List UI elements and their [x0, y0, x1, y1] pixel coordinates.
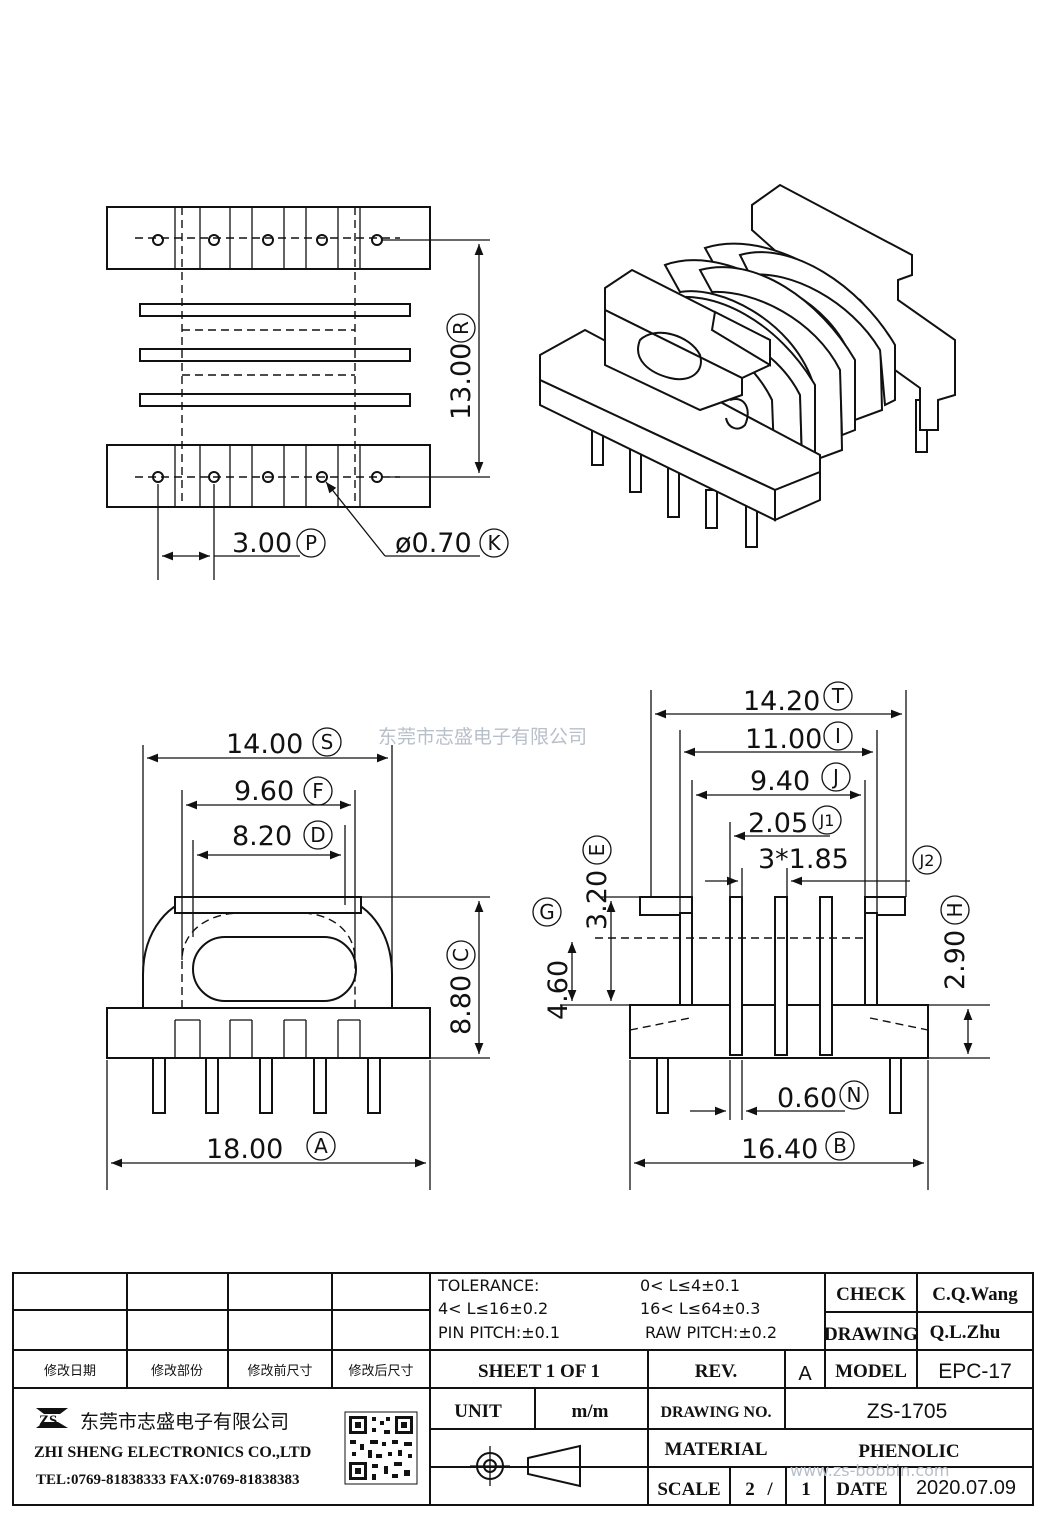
date-value: 2020.07.09 — [916, 1477, 1016, 1499]
sheet-label: SHEET 1 OF 1 — [478, 1361, 600, 1382]
tag-n: N — [847, 1083, 862, 1107]
tolerance-2: 4< L≤16±0.2 — [438, 1299, 548, 1318]
logo-text: ZS — [39, 1413, 57, 1429]
scale-label: SCALE — [657, 1479, 720, 1500]
tag-e: E — [585, 844, 609, 857]
scale-den: 1 — [801, 1479, 811, 1500]
drawing-no-label: DRAWING NO. — [660, 1404, 771, 1421]
title-block: 修改日期 修改部份 修改前尺寸 修改后尺寸 TOLERANCE: 0< L≤4±… — [12, 1272, 1034, 1506]
unit-value: m/m — [572, 1401, 609, 1422]
dim-front-d: 8.20 — [232, 821, 292, 852]
dim-hole: ø0.70 — [395, 528, 472, 559]
tag-g: G — [539, 900, 555, 924]
tag-h: H — [943, 902, 967, 917]
company-contact: TEL:0769-81838333 FAX:0769-81838383 — [36, 1472, 299, 1488]
dim-side-j: 9.40 — [750, 766, 810, 797]
dim-side-h: 2.90 — [940, 930, 971, 990]
dim-front-height: 8.80 — [446, 975, 477, 1035]
dim-side-j2: 3*1.85 — [758, 844, 849, 875]
drawing-value: Q.L.Zhu — [930, 1322, 1001, 1343]
dim-pitch: 3.00 — [232, 528, 292, 559]
dim-side-g: 4.60 — [543, 960, 574, 1020]
scale-num: 2 — [745, 1479, 755, 1500]
tag-j2: J2 — [919, 851, 935, 870]
model-value: EPC-17 — [938, 1360, 1012, 1383]
tag-p: P — [305, 531, 317, 555]
rev-header-after: 修改后尺寸 — [348, 1364, 413, 1379]
tag-k: K — [487, 531, 501, 555]
projection-symbol-icon — [470, 1444, 581, 1488]
qr-code-icon — [344, 1411, 418, 1485]
tag-f: F — [312, 779, 324, 803]
company-name-en: ZHI SHENG ELECTRONICS CO.,LTD — [34, 1444, 311, 1461]
unit-label: UNIT — [454, 1401, 502, 1422]
rev-value: A — [798, 1363, 812, 1385]
drawing-label: DRAWING — [824, 1324, 918, 1345]
front-view: 14.00 S 9.60 F 8.20 D 8.80 C 18.00 A — [106, 727, 490, 1190]
check-value: C.Q.Wang — [932, 1284, 1018, 1305]
tolerance-3: 16< L≤64±0.3 — [640, 1299, 760, 1318]
dim-side-n: 0.60 — [777, 1083, 837, 1114]
tag-s: S — [321, 730, 334, 754]
model-label: MODEL — [835, 1361, 907, 1382]
dim-side-i: 11.00 — [745, 724, 822, 755]
company-name-cn: 东莞市志盛电子有限公司 — [80, 1411, 289, 1433]
tag-b: B — [833, 1134, 847, 1158]
tolerance-5: RAW PITCH:±0.2 — [645, 1323, 777, 1342]
site-watermark: www.zs-bobbin.com — [790, 1461, 949, 1480]
company-logo: ZS — [36, 1408, 68, 1429]
tag-c: C — [449, 948, 473, 962]
tag-t: T — [831, 684, 845, 708]
date-label: DATE — [836, 1479, 887, 1500]
dim-side-j1: 2.05 — [748, 808, 808, 839]
tolerance-label: TOLERANCE: — [437, 1276, 539, 1295]
tag-d: D — [310, 823, 325, 847]
scale-sep: / — [766, 1479, 773, 1500]
check-label: CHECK — [836, 1284, 906, 1305]
tag-r: R — [449, 321, 473, 335]
tag-j1: J1 — [819, 811, 835, 830]
tag-i: I — [835, 724, 841, 748]
dim-side-e: 3.20 — [582, 870, 613, 930]
tag-a: A — [314, 1134, 328, 1158]
dim-side-b: 16.40 — [741, 1134, 818, 1165]
rev-header-before: 修改前尺寸 — [247, 1363, 312, 1379]
dim-side-t: 14.20 — [743, 686, 820, 717]
dim-front-f: 9.60 — [234, 776, 294, 807]
material-label: MATERIAL — [664, 1439, 767, 1460]
tag-j: J — [831, 765, 839, 789]
rev-label: REV. — [695, 1361, 737, 1382]
material-value: PHENOLIC — [858, 1441, 959, 1462]
dim-front-base: 18.00 — [206, 1134, 283, 1165]
tolerance-4: PIN PITCH:±0.1 — [438, 1323, 560, 1342]
rev-header-date: 修改日期 — [44, 1364, 96, 1379]
dim-front-overall: 14.00 — [226, 729, 303, 760]
tolerance-1: 0< L≤4±0.1 — [640, 1276, 740, 1295]
top-view: 13.00 R 3.00 P ø0.70 K — [106, 206, 509, 580]
isometric-view — [539, 183, 956, 548]
side-view: 14.20 T 11.00 I 9.40 J 2.05 J1 3*1.85 J2 — [532, 681, 990, 1190]
rev-header-part: 修改部份 — [151, 1364, 203, 1379]
watermark: 东莞市志盛电子有限公司 — [378, 726, 587, 748]
dim-top-height: 13.00 — [446, 343, 477, 420]
drawing-no-value: ZS-1705 — [867, 1400, 948, 1423]
